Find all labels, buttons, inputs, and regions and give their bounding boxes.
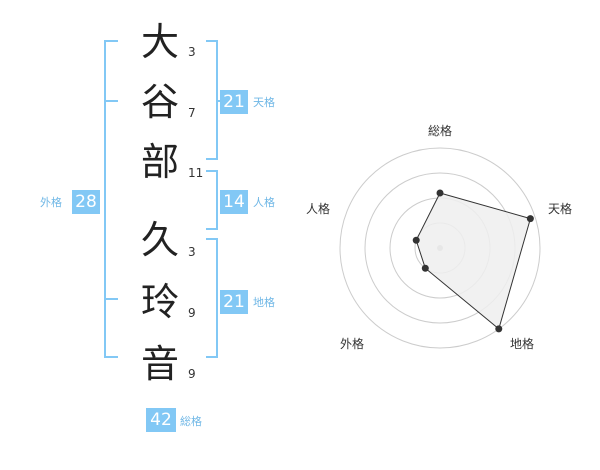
radar-point-3 [421, 264, 429, 272]
given-stroke-2: 9 [188, 306, 196, 320]
radar-point-0 [436, 189, 444, 197]
chikaku-value: 21 [220, 290, 248, 314]
tenkaku-label: 天格 [253, 96, 275, 109]
given-stroke-1: 3 [188, 245, 196, 259]
axis-label-gaikaku: 外格 [340, 337, 365, 351]
chikaku-label: 地格 [253, 296, 275, 309]
tenkaku-bracket [206, 40, 218, 160]
surname-stroke-1: 3 [188, 45, 196, 59]
surname-stroke-2: 7 [188, 106, 196, 120]
gaikaku-value: 28 [72, 190, 100, 214]
radar-point-2 [495, 325, 503, 333]
axis-label-soukaku: 総格 [428, 124, 453, 138]
surname-char-3: 部 [140, 140, 179, 184]
given-char-2: 玲 [140, 280, 179, 324]
surname-char-1: 大 [140, 20, 179, 64]
gaikaku-bracket-tick-2 [104, 298, 118, 300]
jinkaku-label: 人格 [253, 196, 275, 209]
chikaku-bracket [206, 238, 218, 358]
gaikaku-bracket [104, 40, 118, 358]
given-char-1: 久 [140, 218, 179, 262]
axis-label-chikaku: 地格 [510, 337, 535, 351]
surname-stroke-3: 11 [188, 166, 204, 180]
axis-label-jinkaku: 人格 [306, 202, 331, 216]
given-char-3: 音 [140, 342, 179, 386]
gaikaku-bracket-tick-1 [104, 100, 118, 102]
radar-point-4 [412, 236, 420, 244]
surname-char-2: 谷 [140, 80, 179, 124]
gaikaku-label: 外格 [40, 196, 62, 209]
soukaku-value: 42 [146, 408, 176, 432]
jinkaku-value: 14 [220, 190, 248, 214]
radar-grid-ring [339, 147, 541, 349]
given-stroke-3: 9 [188, 367, 196, 381]
soukaku-label: 総格 [180, 415, 202, 428]
jinkaku-bracket [206, 170, 218, 230]
tenkaku-value: 21 [220, 90, 248, 114]
radar-series-polygon [415, 192, 532, 330]
axis-label-tenkaku: 天格 [548, 202, 573, 216]
radar-point-1 [526, 215, 534, 223]
